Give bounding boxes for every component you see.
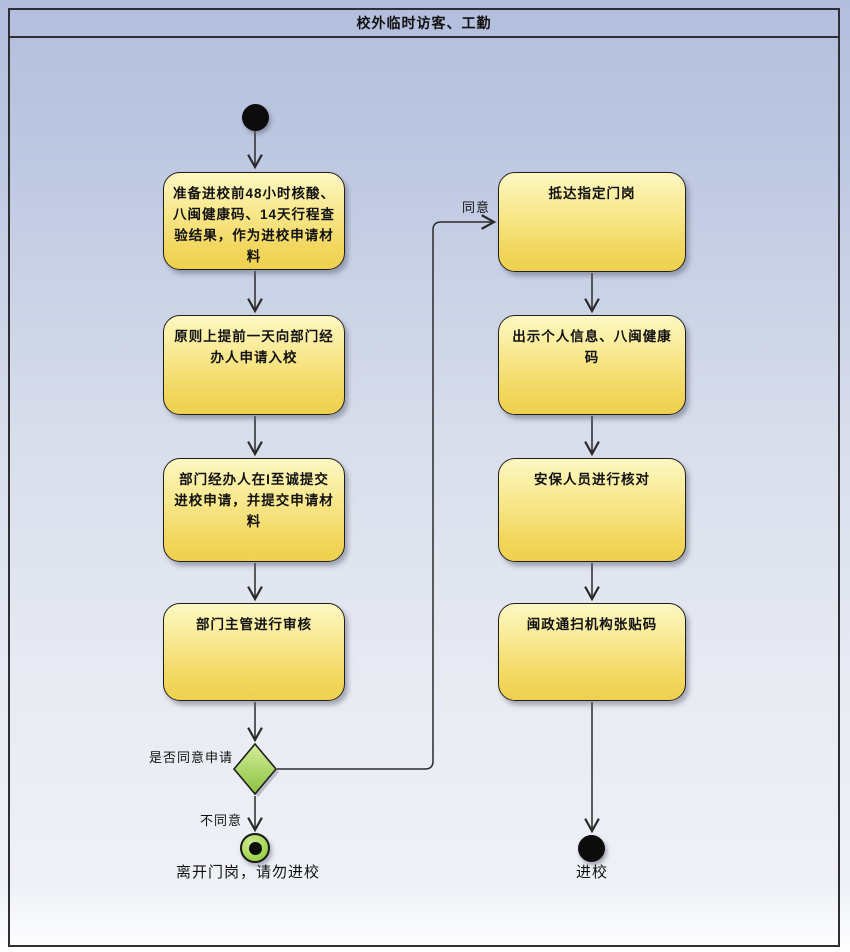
final-node-enter (578, 835, 605, 862)
activity-supervisor-review: 部门主管进行审核 (163, 603, 345, 701)
diagram-title: 校外临时访客、工勤 (10, 10, 838, 38)
label-decision-question: 是否同意申请 (148, 750, 233, 765)
final-node-reject-dot (248, 841, 262, 855)
final-node-reject (240, 833, 270, 863)
label-enter-school: 进校 (575, 864, 608, 881)
activity-scan-code: 闽政通扫机构张贴码 (498, 603, 686, 701)
activity-show-info: 出示个人信息、八闽健康 码 (498, 315, 686, 415)
activity-apply-one-day-ahead: 原则上提前一天向部门经 办人申请入校 (163, 315, 345, 415)
initial-node (242, 104, 269, 131)
diagram-frame: 校外临时访客、工勤 (8, 8, 840, 947)
label-agree: 同意 (462, 200, 491, 215)
activity-submit-application: 部门经办人在I至诚提交 进校申请，并提交申请材 料 (163, 458, 345, 562)
activity-prepare-materials: 准备进校前48小时核酸、 八闽健康码、14天行程查 验结果，作为进校申请材 料 (163, 172, 345, 270)
activity-security-verify: 安保人员进行核对 (498, 458, 686, 562)
label-leave-gate: 离开门岗，请勿进校 (175, 864, 320, 881)
label-disagree: 不同意 (200, 813, 243, 828)
activity-arrive-gate: 抵达指定门岗 (498, 172, 686, 272)
